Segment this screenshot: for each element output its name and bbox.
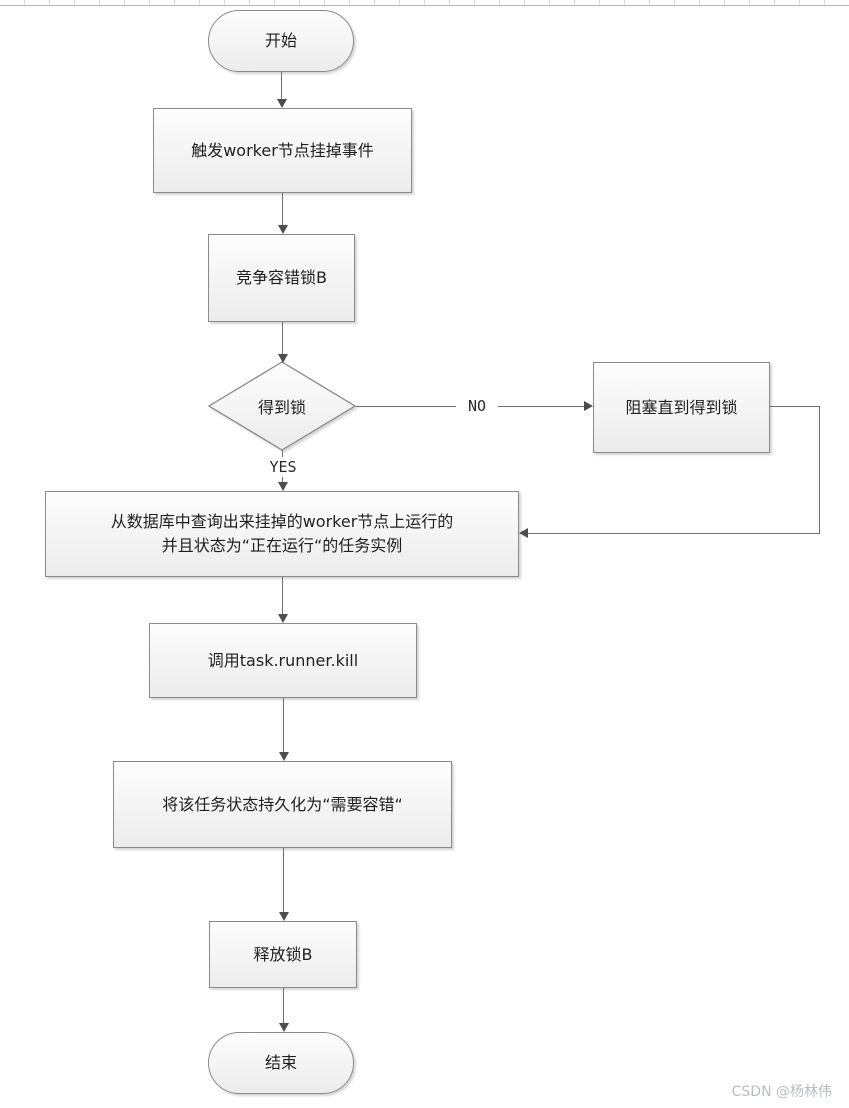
connector-persist-release (283, 848, 284, 913)
connector-block-return-bottom (528, 533, 820, 534)
arrowhead-start-trigger (277, 99, 287, 108)
arrowhead-decision-query (278, 482, 288, 491)
node-query-running-task-instances: 从数据库中查询出来挂掉的worker节点上运行的 并且状态为“正在运行“的任务实… (45, 491, 519, 577)
connector-trigger-compete (282, 193, 283, 226)
arrowhead-trigger-compete (278, 225, 288, 234)
csdn-watermark: CSDN @杨林伟 (731, 1084, 832, 1100)
node-persist-label: 将该任务状态持久化为“需要容错“ (162, 794, 403, 814)
arrowhead-persist-release (279, 912, 289, 921)
node-block-until-lock: 阻塞直到得到锁 (593, 362, 770, 453)
node-release-label: 释放锁B (253, 944, 313, 964)
edge-label-yes: YES (257, 457, 309, 477)
node-query-label-line2: 并且状态为“正在运行“的任务实例 (161, 536, 403, 555)
arrowhead-decision-block (584, 401, 593, 411)
node-start: 开始 (208, 10, 354, 72)
node-decision-got-lock: 得到锁 (257, 398, 306, 417)
connector-block-return-top (770, 406, 819, 407)
node-start-label: 开始 (264, 31, 297, 50)
connector-block-return-side (819, 406, 820, 534)
connector-compete-decision (282, 322, 283, 355)
node-release-lock: 释放锁B (209, 921, 357, 988)
node-end: 结束 (208, 1032, 354, 1094)
node-kill-label: 调用task.runner.kill (207, 650, 359, 670)
node-compete-fault-tolerance-lock: 竞争容错锁B (208, 234, 355, 322)
node-query-label-line1: 从数据库中查询出来挂掉的worker节点上运行的 (110, 512, 454, 531)
edge-label-no: NO (456, 396, 498, 416)
arrowhead-kill-persist (279, 752, 289, 761)
node-end-label: 结束 (264, 1053, 297, 1072)
connector-start-trigger (281, 72, 282, 100)
node-compete-label: 竞争容错锁B (236, 268, 327, 287)
connector-kill-persist (283, 698, 284, 753)
arrowhead-compete-decision (278, 354, 288, 363)
node-trigger-label: 触发worker节点挂掉事件 (191, 140, 374, 160)
connector-release-end (283, 988, 284, 1024)
node-block-label: 阻塞直到得到锁 (625, 397, 738, 417)
arrowhead-block-query (519, 528, 528, 538)
arrowhead-query-kill (278, 614, 288, 623)
node-persist-status-need-fault-tolerance: 将该任务状态持久化为“需要容错“ (113, 761, 452, 848)
arrowhead-release-end (279, 1023, 289, 1032)
top-grid-ruler (0, 0, 849, 6)
connector-query-kill (282, 577, 283, 615)
node-call-task-runner-kill: 调用task.runner.kill (149, 623, 417, 698)
node-trigger-worker-down-event: 触发worker节点挂掉事件 (153, 108, 412, 193)
